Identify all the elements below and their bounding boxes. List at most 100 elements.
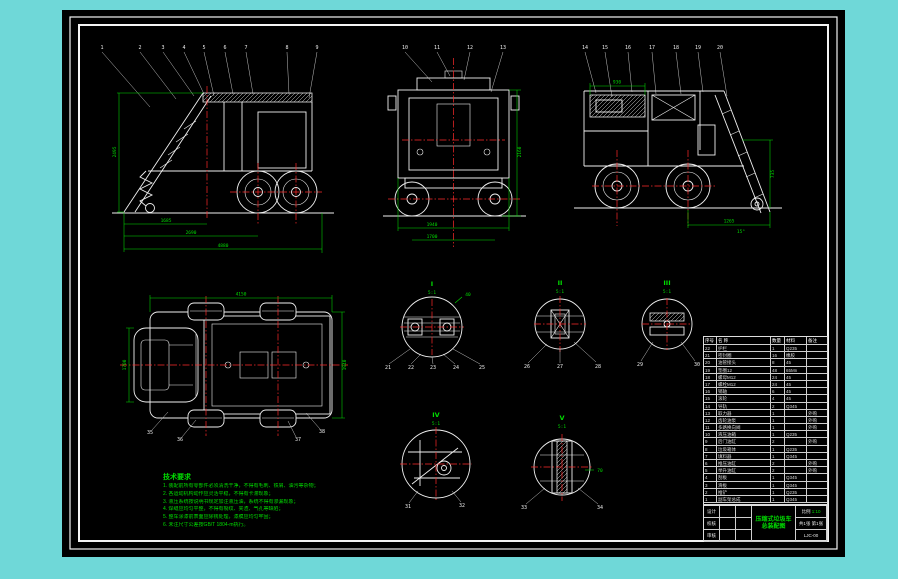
part-name: 螺母M12 xyxy=(717,373,771,381)
detail-view-1: I 5:1 40 21 22 23 24 25 xyxy=(385,280,485,371)
part-no: 16 xyxy=(704,388,717,396)
detail-label: III xyxy=(663,279,670,287)
dim-label: 1700 xyxy=(122,359,128,370)
part-qty: 1 xyxy=(771,409,785,417)
dim-label: 735 xyxy=(770,170,776,178)
part-name: 螺栓M12 xyxy=(717,380,771,389)
design-label: 设计 xyxy=(704,506,720,518)
detail-label: II xyxy=(558,279,563,287)
callout-label: 31 xyxy=(405,504,411,510)
part-name: 销轴 xyxy=(717,388,771,396)
parts-table-body: 22 护栏 1 Q235 21 密封圈 16 橡胶 20 油管接头 8 45 1… xyxy=(704,345,827,504)
table-row: 1 副车架总成 1 Q345 xyxy=(704,495,827,504)
part-name: 填料器 xyxy=(717,452,771,460)
design-date xyxy=(736,506,752,518)
column-header: 数量 xyxy=(771,337,785,345)
side-view: 1 2 3 4 5 6 7 8 9 1685 2690 4880 2495 xyxy=(100,45,334,253)
part-material: Q235 xyxy=(785,431,807,439)
part-material: 45 xyxy=(785,395,807,403)
part-note xyxy=(807,395,827,403)
part-note xyxy=(807,359,827,367)
part-name: 推压油缸 xyxy=(717,460,771,468)
callout-label: 4 xyxy=(182,45,185,51)
part-qty: 6 xyxy=(771,388,785,396)
part-name: 多路换向阀 xyxy=(717,424,771,432)
callout-label: 21 xyxy=(385,365,391,371)
notes-lines: 1. 装配前所有零部件必须清洗干净，不得有毛刺、铁屑、油污等杂物；2. 各运动机… xyxy=(163,483,463,530)
callout-label: 14 xyxy=(582,45,588,51)
part-material xyxy=(785,438,807,446)
callout-label: 12 xyxy=(467,45,473,51)
part-qty: 1 xyxy=(771,416,785,425)
part-note: 外购 xyxy=(807,438,827,446)
dim-label: 1685 xyxy=(161,218,172,224)
part-name: 垃圾箱体 xyxy=(717,445,771,453)
part-material: Q345 xyxy=(785,452,807,460)
part-qty: 8 xyxy=(771,359,785,367)
part-note: 外购 xyxy=(807,417,827,425)
part-note: 外购 xyxy=(807,410,827,417)
part-qty: 1 xyxy=(771,481,785,489)
part-no: 2 xyxy=(704,488,717,496)
part-name: 密封圈 xyxy=(717,352,771,360)
part-material: 45 xyxy=(785,373,807,381)
note-line: 6. 未注尺寸公差按GB/T 1804-m执行。 xyxy=(163,521,249,528)
callout-label: 18 xyxy=(673,45,679,51)
callout-label: 22 xyxy=(408,365,414,371)
dim-label: 1940 xyxy=(342,359,348,370)
callout-label: 23 xyxy=(430,365,436,371)
callout-label: 9 xyxy=(315,45,318,51)
part-no: 3 xyxy=(704,481,717,489)
callout-label: 15 xyxy=(602,45,608,51)
part-material xyxy=(785,416,807,425)
callout-label: 7 xyxy=(244,45,247,51)
callout-label: 24 xyxy=(453,365,459,371)
column-header: 备注 xyxy=(807,337,827,345)
drawing-title-text: 压缩式垃圾车 xyxy=(755,516,792,523)
part-material xyxy=(785,424,807,432)
callout-label: 29 xyxy=(637,362,643,368)
callout-label: 30 xyxy=(694,362,700,368)
part-material: 45 xyxy=(785,388,807,396)
part-note xyxy=(807,496,827,504)
technical-notes: 技术要求 1. 装配前所有零部件必须清洗干净，不得有毛刺、铁屑、油污等杂物；2.… xyxy=(163,472,463,530)
part-name: 举升油缸 xyxy=(717,467,771,475)
table-row: 16 销轴 6 45 xyxy=(704,388,827,396)
callout-label: 16 xyxy=(625,45,631,51)
parts-table: 序号 名 称 数量 材料 备注 22 护栏 1 Q235 21 密封圈 16 橡… xyxy=(703,336,828,505)
part-name: 滑板 xyxy=(717,481,771,489)
part-note: 外购 xyxy=(807,460,827,468)
part-no: 15 xyxy=(704,395,717,403)
callout-label: 32 xyxy=(459,503,465,509)
callout-label: 34 xyxy=(597,505,603,511)
approve-label: 审核 xyxy=(704,530,720,542)
part-no: 10 xyxy=(704,431,717,439)
part-no: 12 xyxy=(704,416,717,425)
part-no: 9 xyxy=(704,438,717,446)
dim-label: 4150 xyxy=(236,292,247,298)
approve-value xyxy=(720,530,736,542)
callout-label: 5 xyxy=(202,45,205,51)
part-qty: 2 xyxy=(771,402,785,410)
table-row: 13 取力器 1 外购 xyxy=(704,409,827,417)
callout-label: 1 xyxy=(100,45,103,51)
drawing-title: 压缩式垃圾车 总装配图 xyxy=(752,506,796,542)
part-name: 刮板 xyxy=(717,474,771,482)
part-qty: 24 xyxy=(771,380,785,389)
part-note xyxy=(807,446,827,453)
check-label: 校核 xyxy=(704,518,720,530)
callout-label: 3 xyxy=(161,45,164,51)
table-row: 17 螺栓M12 24 45 xyxy=(704,380,827,389)
part-qty: 1 xyxy=(771,445,785,453)
part-material xyxy=(785,460,807,468)
dim-label: 1940 xyxy=(427,222,438,228)
part-no: 20 xyxy=(704,359,717,367)
callout-label: 19 xyxy=(695,45,701,51)
part-note xyxy=(807,431,827,439)
part-material: 45 xyxy=(785,380,807,389)
dim-label: 4880 xyxy=(218,243,229,249)
part-no: 6 xyxy=(704,460,717,468)
part-no: 22 xyxy=(704,345,717,353)
note-line: 3. 液压系统按说明书规定加注液压油，系统不得有渗漏现象； xyxy=(163,498,299,505)
callout-label: 13 xyxy=(500,45,506,51)
